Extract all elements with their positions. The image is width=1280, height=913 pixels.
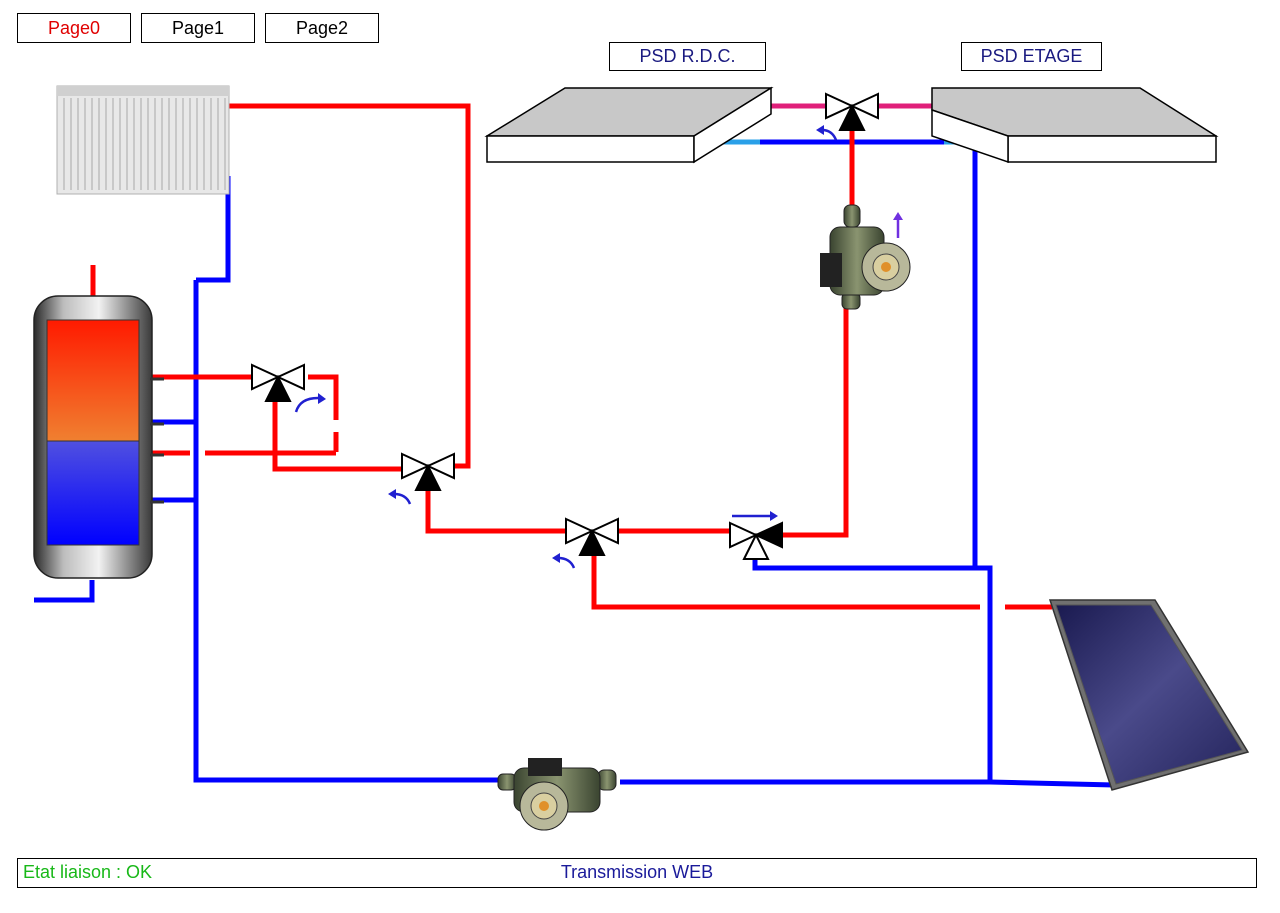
floor-circulator-pump[interactable] <box>820 204 911 310</box>
solar-collector <box>1048 599 1250 791</box>
right-arrow-icon <box>732 511 778 521</box>
curved-arrow-icon <box>816 125 838 141</box>
radiator-return-pipe <box>196 176 231 283</box>
valve4-to-floor-pump-pipe <box>782 300 849 538</box>
link-status-text: Etat liaison : OK <box>23 862 153 882</box>
radiator-fins <box>63 98 226 190</box>
curved-arrow-icon <box>294 393 326 413</box>
flow-arrows <box>294 125 903 569</box>
tab-page0[interactable]: Page0 <box>17 13 131 43</box>
transmission-text: Transmission WEB <box>560 862 714 882</box>
tank-bottom-drain-pipe <box>34 580 95 603</box>
storage-tank <box>33 295 164 579</box>
solar-return-pipe <box>591 556 980 610</box>
status-bar: Etat liaison : OK Transmission WEB <box>17 858 1257 888</box>
zone-label-rdc: PSD R.D.C. <box>609 42 766 71</box>
solar-circulator-pump[interactable] <box>497 758 617 831</box>
up-arrow-icon <box>893 212 903 238</box>
diverter-cold-branch <box>752 552 975 571</box>
valve2-to-valve3-pipe <box>425 490 566 534</box>
main-cold-collector-pipe <box>193 280 502 783</box>
pump-to-collector-pipe <box>620 779 1115 788</box>
three-way-valve-diverter[interactable] <box>729 521 783 560</box>
floor-return-pipe <box>694 139 978 568</box>
tab-page1[interactable]: Page1 <box>141 13 255 43</box>
valve1-to-valve2-pipe <box>272 390 402 472</box>
bypass-loop-pipe <box>308 374 339 420</box>
zone-label-etage: PSD ETAGE <box>961 42 1102 71</box>
three-way-valve-floors[interactable] <box>825 92 879 131</box>
hot-pipes <box>90 103 1052 610</box>
three-way-valve-tank[interactable] <box>251 363 305 402</box>
cold-pipes <box>34 139 1115 788</box>
radiator-supply-pipe <box>228 103 471 469</box>
collector-return-riser <box>975 565 993 782</box>
curved-arrow-icon <box>552 553 576 569</box>
curved-arrow-icon <box>388 489 412 505</box>
three-way-valve-radiator[interactable] <box>401 452 455 491</box>
floor-slab-rdc <box>484 86 774 164</box>
three-way-valve-solar[interactable] <box>565 517 619 556</box>
floor-slab-etage <box>931 87 1219 164</box>
radiator <box>56 85 230 195</box>
tab-page2[interactable]: Page2 <box>265 13 379 43</box>
